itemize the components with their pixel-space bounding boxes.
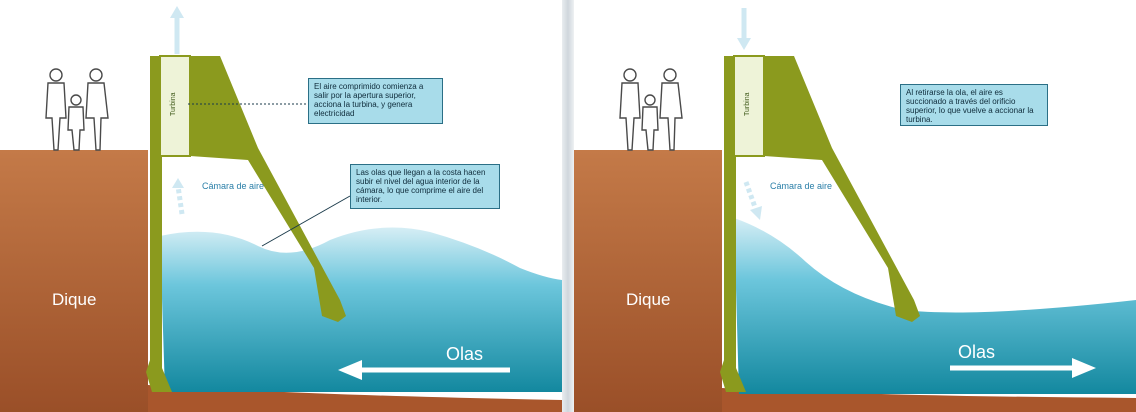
air-descending-arrow <box>743 181 759 211</box>
waves-label: Olas <box>958 342 996 362</box>
waves-label: Olas <box>446 344 484 364</box>
turbine-label: Turbina <box>170 92 177 116</box>
turbine-housing <box>159 55 191 157</box>
panel-right: Turbina Al retirarse la ola, el aire es … <box>574 0 1136 412</box>
dike-earth <box>574 150 722 412</box>
panel-left: Turbina El aire comprimido comienza a sa… <box>0 0 562 412</box>
air-chamber-label: Cámara de aire <box>770 181 833 191</box>
family-figures <box>45 68 109 151</box>
dike-label: Dique <box>626 290 671 309</box>
oscillating-water-column-diagram-right <box>574 8 1136 412</box>
turbine-housing <box>733 55 765 157</box>
callout-air-suction: Al retirarse la ola, el aire es succiona… <box>900 84 1048 126</box>
family-figures <box>619 68 683 151</box>
air-chamber-label: Cámara de aire <box>202 181 265 191</box>
water-body <box>734 218 1136 394</box>
front-wall <box>146 56 172 392</box>
panel-divider <box>562 0 574 412</box>
water-body <box>160 227 562 392</box>
air-rising-arrow <box>175 185 185 215</box>
slanted-wall <box>764 56 920 322</box>
turbine-label: Turbina <box>744 92 751 116</box>
oscillating-water-column-diagram-left <box>0 6 562 412</box>
dike-label: Dique <box>52 290 97 309</box>
callout-waves-rise: Las olas que llegan a la costa hacen sub… <box>350 164 500 209</box>
slanted-wall <box>190 56 346 322</box>
callout-compressed-air: El aire comprimido comienza a salir por … <box>308 78 443 124</box>
dike-earth <box>0 150 148 412</box>
front-wall <box>720 56 746 392</box>
